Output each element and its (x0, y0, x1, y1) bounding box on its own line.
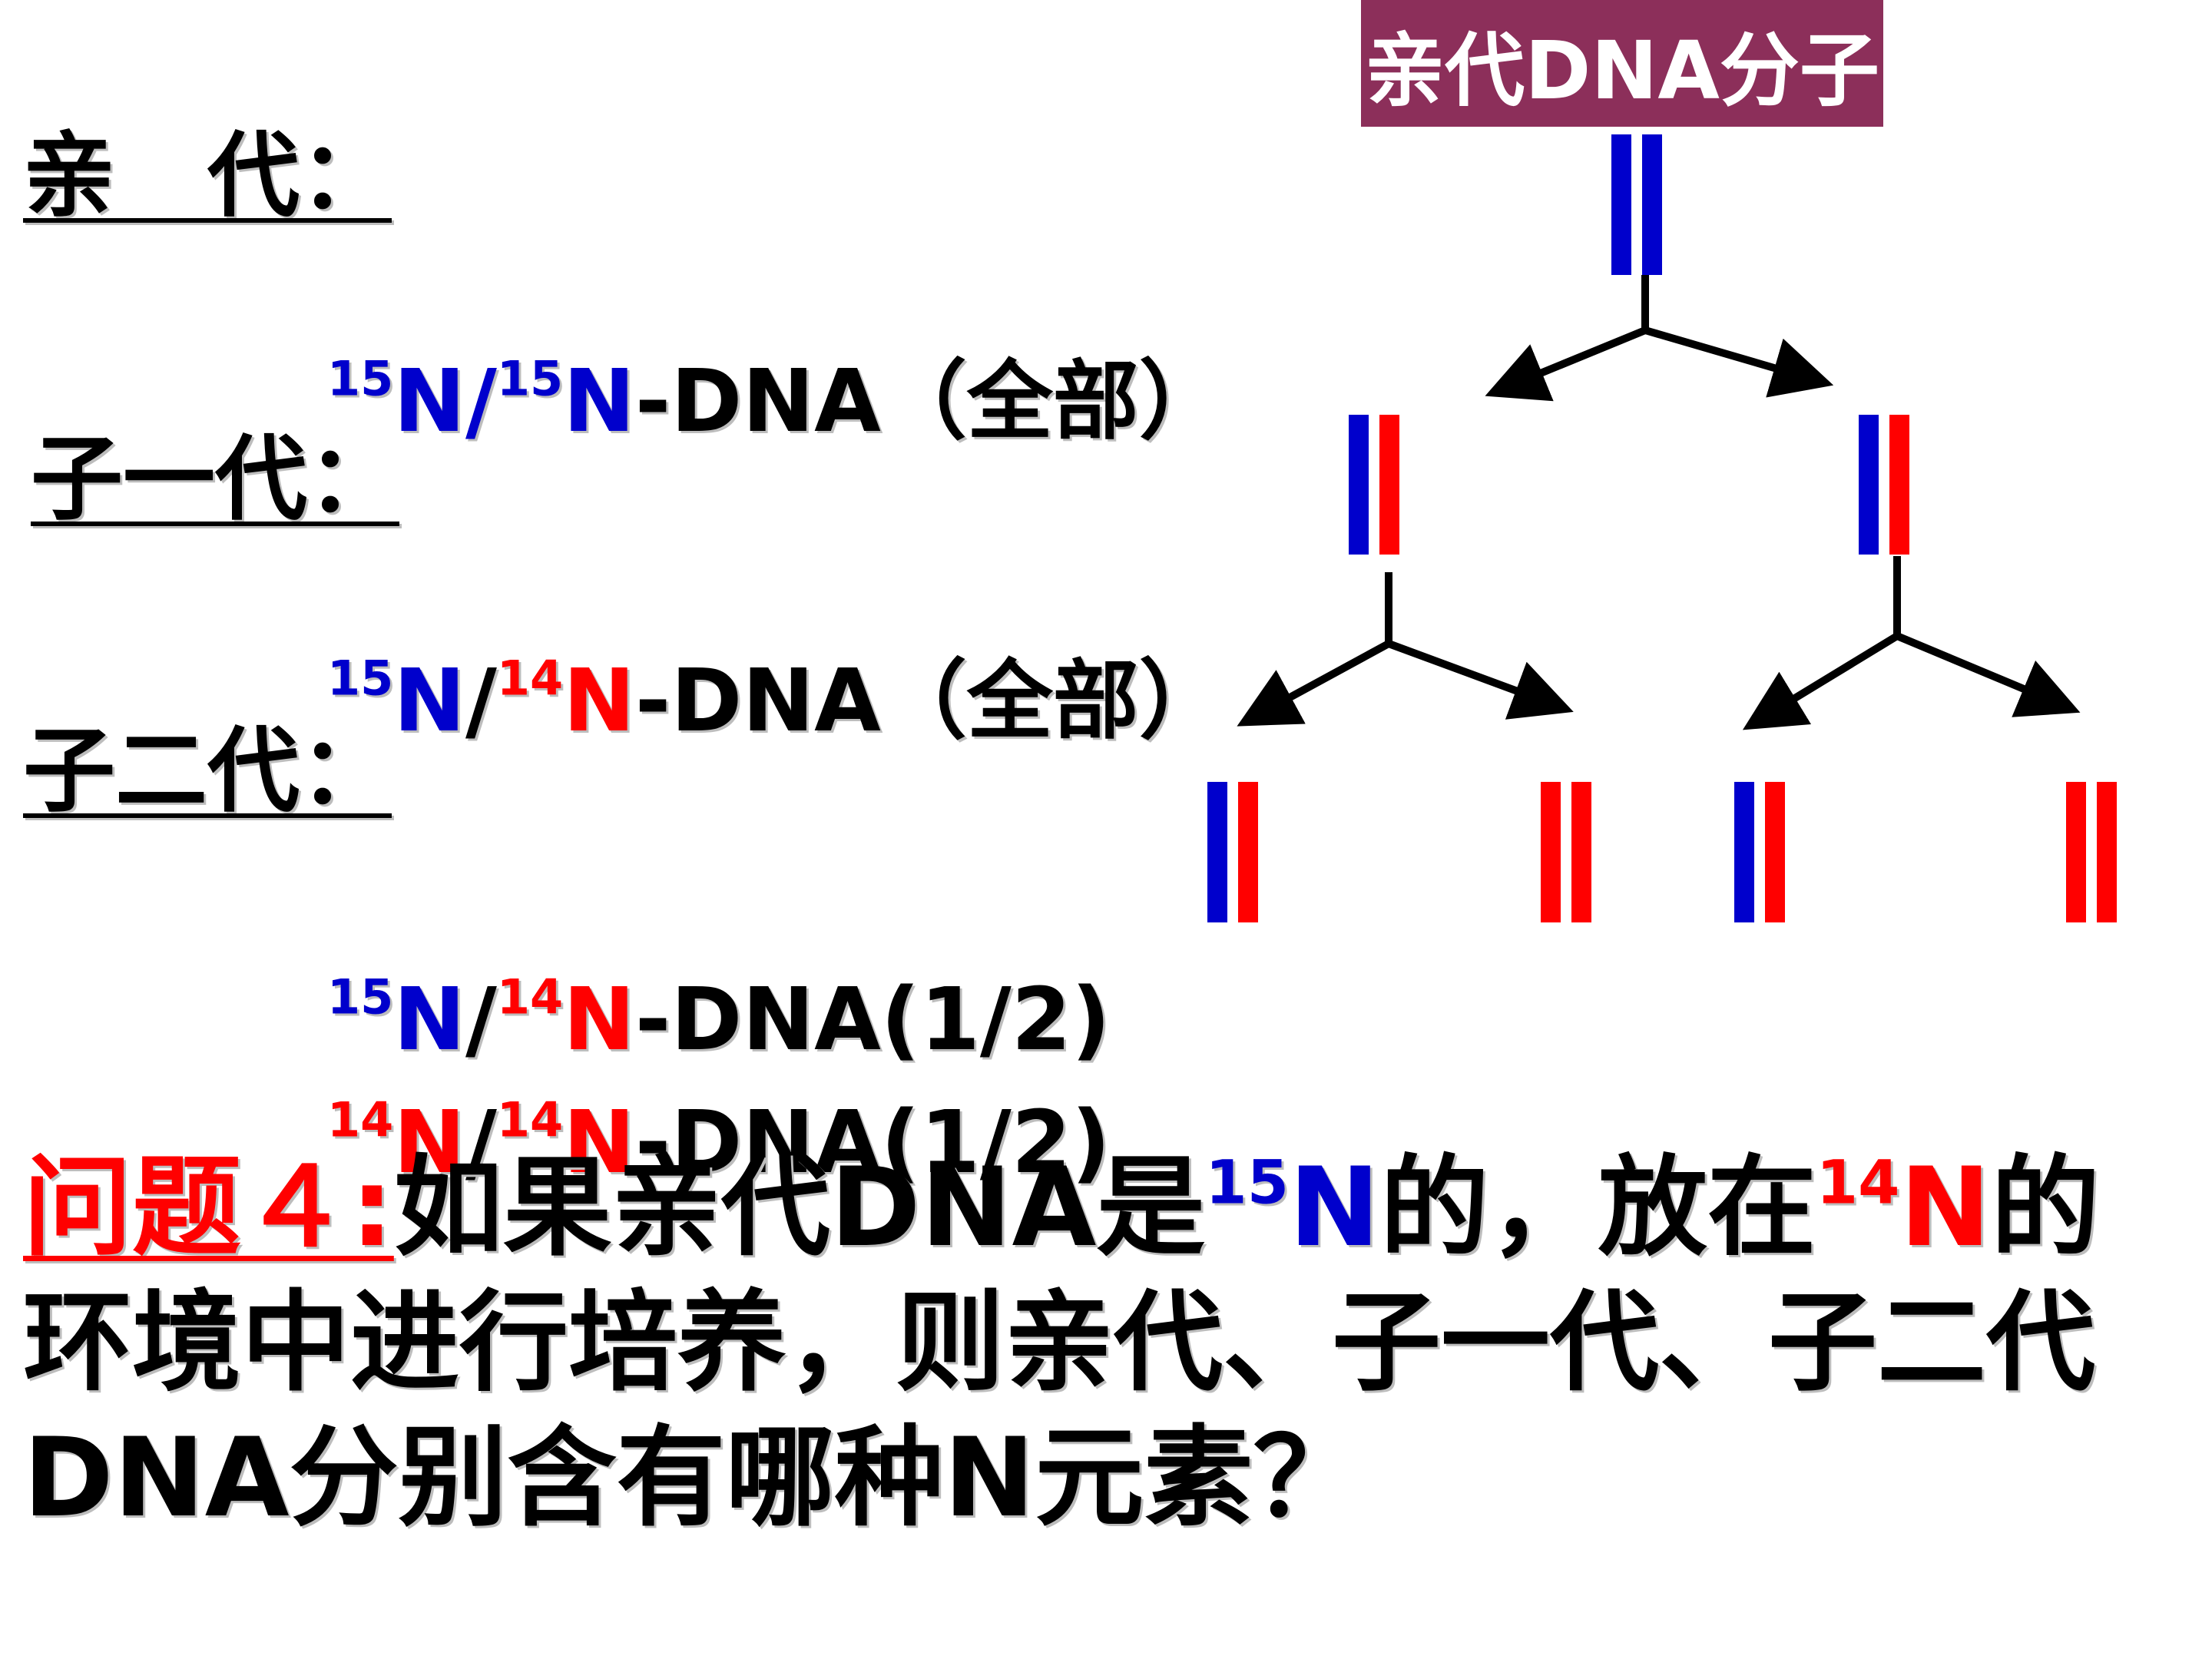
second-formula-2-sep: / (465, 1093, 497, 1193)
second-formula-1-sep: / (465, 970, 497, 1070)
question-elem-a: N (1288, 1144, 1380, 1271)
parent-formula-suffix: -DNA（全部） (634, 352, 1225, 452)
question-iso-a: 15 (1205, 1148, 1289, 1218)
first-formula-elem1: N (393, 651, 465, 751)
strand-gen1-left-1 (1349, 415, 1369, 555)
question-label: 问题４: (23, 1144, 394, 1271)
second-formula-1-iso1: 15 (326, 969, 394, 1025)
question-iso-b: 14 (1816, 1148, 1900, 1218)
second-formula-1-suffix: -DNA(1/2) (634, 970, 1111, 1070)
strand-gen2-1-2 (1238, 782, 1258, 922)
strand-gen2-2-2 (1571, 782, 1591, 922)
arrow-gen1-left-left (1237, 640, 1391, 727)
second-formula-2-elem1: N (393, 1093, 465, 1193)
second-formula-1-iso2: 14 (496, 969, 564, 1025)
strand-parent-2 (1642, 134, 1662, 275)
strand-gen1-left-2 (1379, 415, 1399, 555)
parent-formula: 15N/15N-DNA（全部） (207, 273, 1225, 531)
parent-formula-sep: / (465, 352, 497, 452)
second-generation-formula-2: 14N/14N-DNA(1/2) (207, 1014, 1111, 1272)
first-generation-label: 子一代： (31, 426, 399, 533)
strand-gen1-right-1 (1859, 415, 1879, 555)
parent-formula-elem2: N (563, 352, 635, 452)
arrow-gen1-right-left (1742, 632, 1899, 730)
second-generation-label: 子二代： (23, 718, 392, 825)
arrow-parent-right (1644, 326, 1834, 398)
parent-formula-iso2: 15 (496, 350, 564, 407)
parent-generation-label: 亲 代： (23, 123, 392, 230)
replication-diagram (1207, 134, 2117, 922)
dna-strands (1207, 134, 2117, 922)
strand-gen2-4-2 (2097, 782, 2117, 922)
question-text: 问题４:如果亲代DNA是15N的，放在14N的环境中进行培养，则亲代、子一代、子… (23, 1141, 2189, 1546)
second-formula-2-suffix: -DNA(1/2) (634, 1093, 1111, 1193)
arrow-gen1-left-right (1387, 640, 1574, 720)
question-part3: 的环境中进行培养，则亲代、子一代、子二代DNA分别含有哪种N元素？ (23, 1144, 2101, 1541)
second-formula-2-elem2: N (563, 1093, 635, 1193)
arrow-gen1-right-right (1896, 632, 2081, 717)
strand-gen2-1-1 (1207, 782, 1227, 922)
strand-parent-1 (1611, 134, 1631, 275)
second-formula-1-elem2: N (563, 970, 635, 1070)
parent-dna-label: 亲代DNA分子 (1361, 0, 1883, 127)
strand-gen2-3-1 (1734, 782, 1754, 922)
question-elem-b: N (1899, 1144, 1992, 1271)
parent-formula-elem1: N (393, 352, 465, 452)
second-generation-formula-1: 15N/14N-DNA(1/2) (207, 891, 1111, 1149)
question-part1: 如果亲代DNA是 (393, 1144, 1206, 1271)
strand-gen2-4-1 (2066, 782, 2086, 922)
second-formula-2-iso1: 14 (326, 1091, 394, 1148)
strand-gen2-2-1 (1541, 782, 1561, 922)
first-formula-iso1: 15 (326, 650, 394, 707)
first-formula-sep: / (465, 651, 497, 751)
strand-gen2-3-2 (1765, 782, 1785, 922)
strand-gen1-right-2 (1889, 415, 1909, 555)
first-generation-formula: 15N/14N-DNA（全部） (207, 572, 1225, 830)
first-formula-elem2: N (563, 651, 635, 751)
first-formula-suffix: -DNA（全部） (634, 651, 1225, 751)
question-part2: 的，放在 (1379, 1144, 1816, 1271)
arrow-parent-left (1485, 326, 1647, 402)
second-formula-2-iso2: 14 (496, 1091, 564, 1148)
second-formula-1-elem1: N (393, 970, 465, 1070)
parent-formula-iso1: 15 (326, 350, 394, 407)
first-formula-iso2: 14 (496, 650, 564, 707)
branch-arrows (1237, 275, 2081, 730)
